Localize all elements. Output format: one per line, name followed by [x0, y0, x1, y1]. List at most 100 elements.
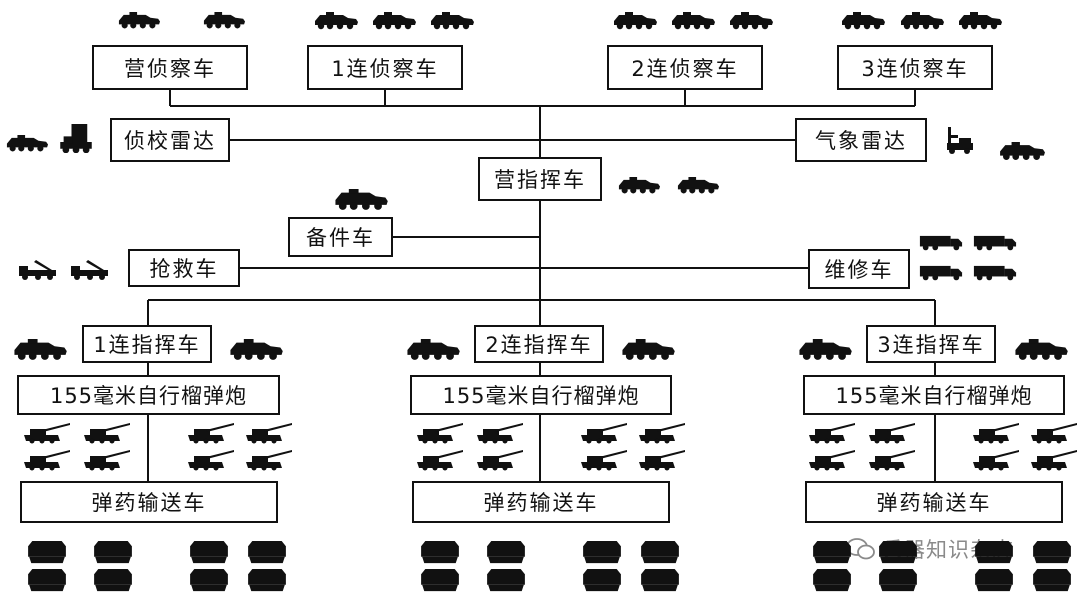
wheeled-armored-vehicle-icon [429, 12, 475, 30]
ammunition-carrier-icon [973, 540, 1015, 565]
wheeled-armored-vehicle-icon [728, 12, 774, 30]
self-propelled-howitzer-icon [579, 422, 629, 444]
ammunition-carrier-icon [92, 540, 134, 565]
wheeled-armored-vehicle-icon [620, 339, 676, 361]
company1-command-vehicle-box: 1连指挥车 [82, 325, 212, 363]
self-propelled-howitzer-icon [22, 449, 72, 471]
ammunition-carrier-icon [485, 568, 527, 593]
ammunition-carrier-icon [26, 540, 68, 565]
wheeled-armored-vehicle-icon [5, 135, 49, 152]
self-propelled-howitzer-icon [244, 449, 294, 471]
ammunition-carrier-icon [639, 540, 681, 565]
ammunition-carrier-icon [92, 568, 134, 593]
ammunition-carrier-icon [246, 540, 288, 565]
self-propelled-howitzer-icon [415, 422, 465, 444]
company3-recon-vehicle-box: 3连侦察车 [837, 45, 993, 90]
wechat-icon [846, 538, 875, 560]
ammunition-carrier-icon [581, 568, 623, 593]
ammunition-carrier-icon [188, 568, 230, 593]
self-propelled-howitzer-icon [244, 422, 294, 444]
ammunition-carrier-icon [877, 568, 919, 593]
wheeled-armored-vehicle-icon [228, 339, 284, 361]
repair-truck-icon [972, 234, 1018, 251]
company1-ammo-carrier-box: 弹药输送车 [20, 481, 278, 523]
ammunition-carrier-icon [485, 540, 527, 565]
self-propelled-howitzer-icon [1029, 449, 1079, 471]
recovery-crane-truck-icon [18, 258, 58, 280]
self-propelled-howitzer-icon [867, 449, 917, 471]
self-propelled-howitzer-icon [807, 422, 857, 444]
self-propelled-howitzer-icon [22, 422, 72, 444]
company1-howitzer-box: 155毫米自行榴弹炮 [17, 375, 280, 415]
rescue-vehicle-box: 抢救车 [128, 249, 240, 287]
ammunition-carrier-icon [1031, 540, 1073, 565]
ammunition-carrier-icon [419, 540, 461, 565]
ammunition-carrier-icon [639, 568, 681, 593]
wheeled-armored-vehicle-icon [676, 177, 720, 194]
self-propelled-howitzer-icon [186, 422, 236, 444]
ammunition-carrier-icon [973, 568, 1015, 593]
wheeled-armored-vehicle-icon [1013, 339, 1069, 361]
company3-command-vehicle-box: 3连指挥车 [866, 325, 996, 363]
wheeled-armored-vehicle-icon [202, 12, 246, 29]
company2-howitzer-box: 155毫米自行榴弹炮 [410, 375, 672, 415]
spare-parts-vehicle-box: 备件车 [288, 217, 393, 257]
self-propelled-howitzer-icon [971, 449, 1021, 471]
recovery-crane-truck-icon [70, 258, 110, 280]
company2-recon-vehicle-box: 2连侦察车 [607, 45, 763, 90]
self-propelled-howitzer-icon [82, 449, 132, 471]
ammunition-carrier-icon [811, 568, 853, 593]
wheeled-armored-vehicle-icon [840, 12, 886, 30]
ammunition-carrier-icon [26, 568, 68, 593]
battalion-command-vehicle-box: 营指挥车 [478, 157, 602, 201]
self-propelled-howitzer-icon [971, 422, 1021, 444]
wheeled-armored-vehicle-icon [998, 142, 1046, 161]
self-propelled-howitzer-icon [186, 449, 236, 471]
wheeled-armored-vehicle-icon [670, 12, 716, 30]
self-propelled-howitzer-icon [475, 422, 525, 444]
weather-radar-box: 气象雷达 [795, 118, 927, 162]
wheeled-armored-vehicle-icon [797, 339, 853, 361]
ammunition-carrier-icon [811, 540, 853, 565]
self-propelled-howitzer-icon [1029, 422, 1079, 444]
repair-truck-icon [972, 264, 1018, 281]
ammunition-carrier-icon [246, 568, 288, 593]
self-propelled-howitzer-icon [637, 449, 687, 471]
self-propelled-howitzer-icon [807, 449, 857, 471]
company3-howitzer-box: 155毫米自行榴弹炮 [803, 375, 1065, 415]
company3-ammo-carrier-box: 弹药输送车 [805, 481, 1063, 523]
wheeled-armored-vehicle-icon [117, 12, 161, 29]
company2-ammo-carrier-box: 弹药输送车 [412, 481, 670, 523]
wheeled-armored-vehicle-icon [617, 177, 661, 194]
wheeled-armored-vehicle-icon [957, 12, 1003, 30]
ammunition-carrier-icon [877, 540, 919, 565]
self-propelled-howitzer-icon [415, 449, 465, 471]
self-propelled-howitzer-icon [867, 422, 917, 444]
ammunition-carrier-icon [1031, 568, 1073, 593]
self-propelled-howitzer-icon [475, 449, 525, 471]
company2-command-vehicle-box: 2连指挥车 [474, 325, 604, 363]
wheeled-armored-vehicle-icon [333, 189, 389, 211]
ammunition-carrier-icon [419, 568, 461, 593]
self-propelled-howitzer-icon [579, 449, 629, 471]
radar-vehicle-icon [58, 124, 94, 153]
repair-truck-icon [918, 234, 964, 251]
company1-recon-vehicle-box: 1连侦察车 [307, 45, 463, 90]
self-propelled-howitzer-icon [82, 422, 132, 444]
wheeled-armored-vehicle-icon [371, 12, 417, 30]
wheeled-armored-vehicle-icon [612, 12, 658, 30]
wheeled-armored-vehicle-icon [12, 339, 68, 361]
radar-vehicle-icon [945, 127, 975, 155]
wheeled-armored-vehicle-icon [405, 339, 461, 361]
repair-vehicle-box: 维修车 [808, 249, 910, 289]
battalion-recon-vehicle-box: 营侦察车 [92, 45, 248, 90]
ammunition-carrier-icon [581, 540, 623, 565]
repair-truck-icon [918, 264, 964, 281]
wheeled-armored-vehicle-icon [899, 12, 945, 30]
wheeled-armored-vehicle-icon [313, 12, 359, 30]
self-propelled-howitzer-icon [637, 422, 687, 444]
ammunition-carrier-icon [188, 540, 230, 565]
ranging-radar-box: 侦校雷达 [110, 118, 230, 162]
